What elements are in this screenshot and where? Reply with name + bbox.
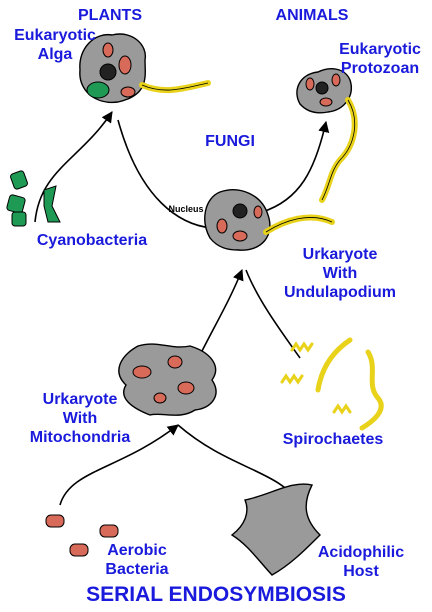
urkaryote-undulapodium-cell: [204, 189, 335, 251]
aerobic-bacteria-label: Aerobic Bacteria: [92, 541, 182, 579]
arrow-cyanobacteria-to-alga: [34, 111, 113, 223]
cyanobacteria-cells: [6, 170, 61, 227]
animals-label: ANIMALS: [275, 7, 349, 24]
urkaryote-undulapodium-label-line-1: Urkaryote: [302, 246, 378, 263]
arrow-bacteria-to-mito: [59, 424, 179, 506]
urkaryote-undulapodium-label: Urkaryote With Undulapodium: [270, 245, 410, 302]
eukaryotic-alga-cell: [79, 33, 211, 104]
urkaryote-mitochondria-label-line-2: With: [62, 410, 98, 427]
nucleus-label: Nucleus: [168, 204, 204, 214]
fungi-label: FUNGI: [205, 133, 255, 150]
urkaryote-mitochondria-cell: [118, 343, 217, 416]
spirochaetes-cells: [280, 337, 384, 431]
arrow-urkaryote-to-alga: [117, 119, 213, 229]
acidophilic-host-label: Acidophilic Host: [306, 543, 416, 581]
arrow-mito-to-undulapodium: [199, 268, 244, 356]
arrow-urkaryote-to-protozoan: [261, 120, 330, 213]
spirochaetes-label: Spirochaetes: [282, 431, 384, 448]
aerobic-bacteria-cells: [45, 514, 119, 557]
eukaryotic-protozoan-label-line-1: Eukaryotic: [339, 41, 421, 58]
cyanobacteria-label: Cyanobacteria: [36, 232, 148, 249]
plants-label: PLANTS: [78, 7, 142, 24]
diagram-title: SERIAL ENDOSYMBIOSIS: [86, 583, 346, 606]
urkaryote-mitochondria-label-line-1: Urkaryote: [42, 391, 118, 408]
eukaryotic-alga-label: Eukaryotic Alga: [0, 26, 110, 64]
eukaryotic-alga-label-line-2: Alga: [37, 46, 73, 63]
urkaryote-undulapodium-label-line-2: With: [322, 265, 358, 282]
eukaryotic-protozoan-cell: [296, 68, 358, 203]
urkaryote-undulapodium-label-line-3: Undulapodium: [284, 284, 396, 301]
acidophilic-host-cell: [230, 483, 321, 576]
eukaryotic-alga-label-line-1: Eukaryotic: [14, 27, 96, 44]
eukaryotic-protozoan-label: Eukaryotic Protozoan: [330, 40, 430, 78]
aerobic-bacteria-label-line-1: Aerobic: [107, 542, 167, 559]
urkaryote-mitochondria-label-line-3: Mitochondria: [29, 429, 131, 446]
urkaryote-mitochondria-label: Urkaryote With Mitochondria: [15, 390, 145, 447]
acidophilic-host-label-line-2: Host: [343, 563, 379, 580]
aerobic-bacteria-label-line-2: Bacteria: [105, 561, 169, 578]
acidophilic-host-label-line-1: Acidophilic: [317, 544, 405, 561]
eukaryotic-protozoan-label-line-2: Protozoan: [340, 60, 420, 77]
